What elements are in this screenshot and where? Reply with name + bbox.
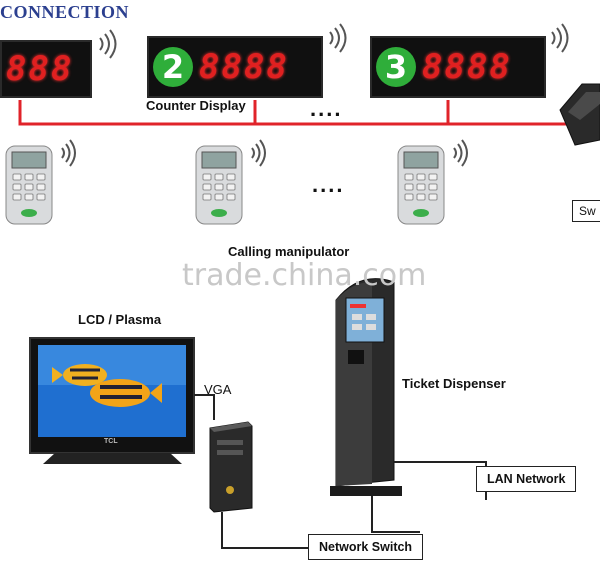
fish-icon [52,364,162,407]
ticket-dispenser-icon [330,278,402,496]
wireless-signal-icon [99,29,117,59]
switch-label: Sw [572,200,600,222]
counter-display-digits: 8888 [199,47,289,87]
watermark: trade.china.com [182,258,427,293]
counter-number-badge: 2 [153,47,193,87]
lcd-plasma-tv-icon [29,337,195,464]
tv-brand-logo: TCL [104,438,118,445]
calling-manipulator-icon [397,139,468,225]
counter-display-1: 888 [0,40,92,98]
page-title: CONNECTION [0,2,130,22]
counter-display-digits: 888 [6,49,74,89]
counter-display-digits: 8888 [422,47,512,87]
calling-manipulator-icon [195,139,266,225]
ticket-dispenser-label: Ticket Dispenser [402,376,506,391]
counter-display-2: 2 8888 [147,36,323,98]
counter-number-badge: 3 [376,47,416,87]
wireless-signal-icon [551,23,569,53]
counter-display-label: Counter Display [146,98,246,113]
calling-manipulator-label: Calling manipulator [228,244,350,259]
ellipsis-dots: .... [312,172,345,197]
pc-tower-icon [209,421,253,513]
vga-cable [194,394,215,420]
switch-device-icon [559,83,600,146]
counter-display-3: 3 8888 [370,36,546,98]
calling-manipulator-icon [5,139,76,225]
vga-label: VGA [204,382,232,397]
lan-network-label: LAN Network [476,466,577,492]
lcd-plasma-label: LCD / Plasma [78,312,162,327]
wireless-signal-icon [329,23,347,53]
ellipsis-dots: .... [310,96,343,121]
counter-bus-line [18,100,570,126]
network-switch-label: Network Switch [308,534,424,560]
